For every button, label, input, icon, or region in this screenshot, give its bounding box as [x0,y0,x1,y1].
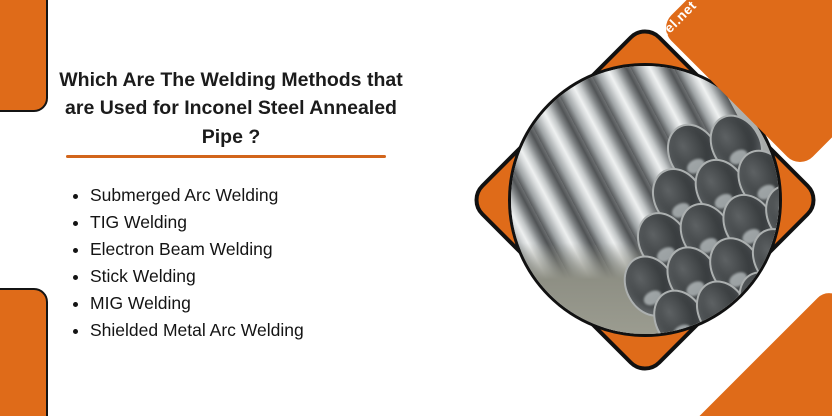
welding-methods-list: Submerged Arc Welding TIG Welding Electr… [70,182,460,344]
left-accent-tab-bottom [0,288,48,416]
list-item: Shielded Metal Arc Welding [90,317,460,344]
list-item: Stick Welding [90,263,460,290]
title-divider [66,155,386,158]
list-item: Submerged Arc Welding [90,182,460,209]
product-photo-circle [508,63,782,337]
left-accent-tab-top [0,0,48,112]
page-title: Which Are The Welding Methods that are U… [59,69,403,148]
list-item: MIG Welding [90,290,460,317]
list-item: TIG Welding [90,209,460,236]
list-item: Electron Beam Welding [90,236,460,263]
